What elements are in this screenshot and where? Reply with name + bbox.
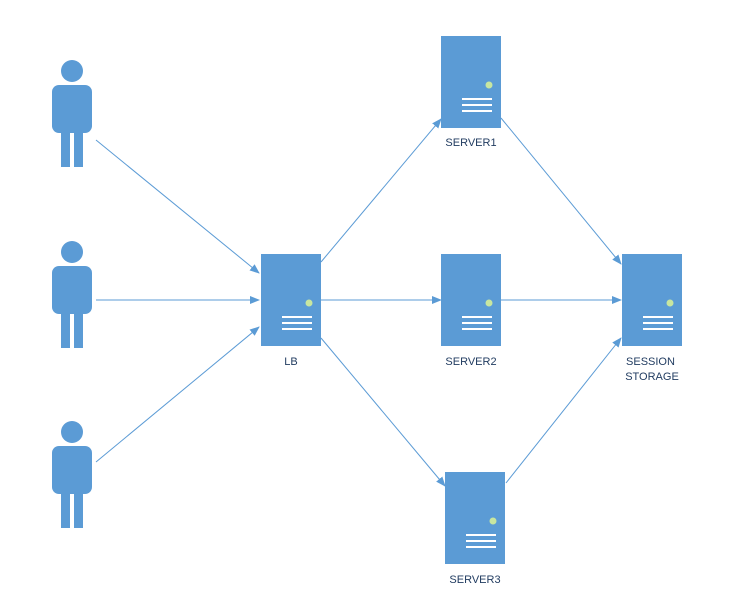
- node-session-storage: [622, 254, 682, 346]
- lb-label: LB: [284, 356, 297, 368]
- edge-user1-lb: [95, 139, 260, 274]
- user-3: [52, 421, 92, 528]
- edge-lb-server3: [320, 337, 446, 487]
- server-icon: [622, 254, 682, 346]
- person-icon: [52, 241, 92, 348]
- server-icon: [441, 254, 501, 346]
- server3-label: SERVER3: [449, 574, 500, 586]
- person-icon: [52, 60, 92, 167]
- user-1: [52, 60, 92, 167]
- server-icon: [441, 36, 501, 128]
- session-storage-label-line2: STORAGE: [625, 371, 679, 383]
- edge-server1-session-storage: [500, 117, 622, 265]
- server-icon: [445, 472, 505, 564]
- node-lb: [261, 254, 321, 346]
- edge-lb-server1: [320, 118, 442, 263]
- person-icon: [52, 421, 92, 528]
- server1-label: SERVER1: [445, 137, 496, 149]
- node-server1: [441, 36, 501, 128]
- server-icon: [261, 254, 321, 346]
- session-storage-label: SESSION STORAGE: [625, 356, 679, 383]
- session-storage-label-line1: SESSION: [626, 356, 675, 368]
- edge-user3-lb: [95, 326, 260, 463]
- server2-label: SERVER2: [445, 356, 496, 368]
- user-2: [52, 241, 92, 348]
- node-server3: [445, 472, 505, 564]
- edge-server3-session-storage: [505, 337, 622, 484]
- connectors: [95, 117, 622, 487]
- node-server2: [441, 254, 501, 346]
